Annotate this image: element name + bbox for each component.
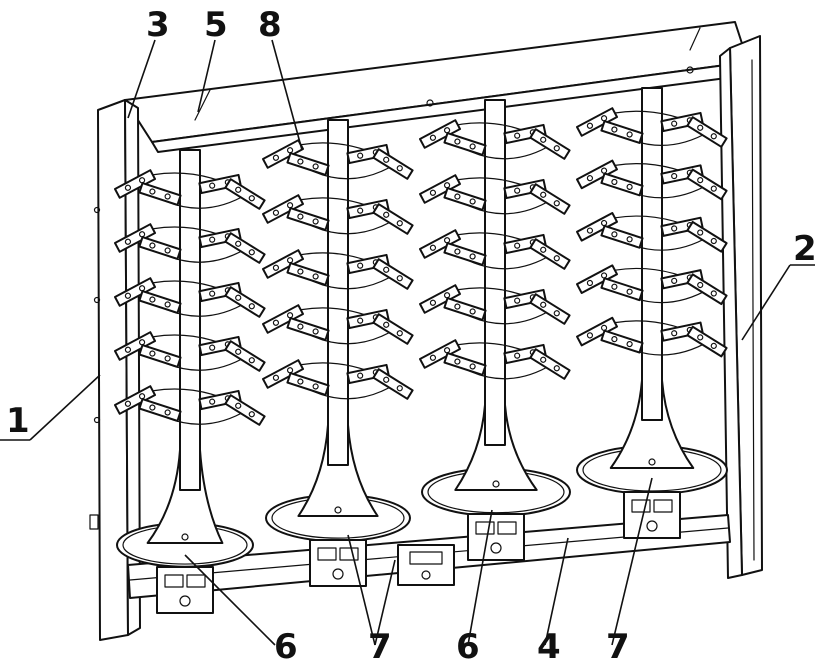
knife-blade — [138, 182, 182, 206]
knife-blade — [575, 316, 619, 347]
central-drive-box — [397, 544, 455, 586]
left-side-post — [89, 99, 141, 641]
knife-blade — [529, 128, 571, 160]
callout-1: 1 — [6, 401, 30, 441]
rotor-shaft — [641, 87, 663, 421]
rotor-2 — [261, 119, 414, 543]
rotor-shaft — [484, 99, 506, 446]
knife-blade — [286, 207, 330, 231]
rotor-shaft — [179, 149, 201, 491]
knife-blade — [372, 148, 414, 180]
knife-blade — [600, 224, 644, 249]
gearbox-3 — [467, 513, 525, 561]
callout-leaders — [0, 39, 815, 646]
knife-blade — [529, 238, 571, 270]
knife-blade — [686, 168, 728, 201]
rotor-shaft — [327, 119, 349, 466]
callout-6-right: 6 — [456, 627, 480, 661]
gearbox-2 — [309, 539, 367, 587]
knife-blade — [600, 329, 644, 354]
knife-blade — [113, 385, 157, 415]
knife-blade — [372, 203, 414, 235]
knife-blade — [138, 398, 182, 422]
rotor-3 — [418, 99, 571, 517]
knife-blade — [600, 277, 644, 302]
callout-2: 2 — [793, 229, 817, 269]
callout-5: 5 — [204, 5, 228, 45]
knife-blade — [600, 172, 644, 197]
knife-blade — [372, 258, 414, 290]
knife-blade — [261, 249, 305, 279]
knife-blade — [138, 236, 182, 260]
gearbox-units — [156, 491, 681, 614]
knife-blade — [224, 340, 266, 372]
knife-blade — [686, 220, 728, 253]
knife-blade — [224, 286, 266, 318]
knife-blade — [138, 290, 182, 314]
knife-blade — [113, 331, 157, 361]
knife-blade — [113, 223, 157, 253]
gearbox-4 — [623, 491, 681, 539]
knife-blade — [138, 344, 182, 368]
right-side-post — [719, 35, 763, 579]
callout-8: 8 — [258, 5, 282, 45]
knife-blade — [372, 313, 414, 345]
knife-blade — [418, 119, 462, 149]
gearbox-1 — [156, 566, 214, 614]
knife-blade — [686, 273, 728, 306]
callout-labels: 1 2 3 5 8 6 7 6 4 7 — [6, 5, 817, 661]
knife-blade — [443, 187, 487, 211]
knife-blade — [686, 116, 728, 148]
knife-blade — [686, 325, 728, 358]
knife-blade — [224, 394, 266, 426]
knife-blade — [529, 293, 571, 325]
knife-blade — [443, 132, 487, 156]
top-beam — [124, 21, 749, 153]
knife-blade — [575, 264, 619, 295]
callout-4: 4 — [537, 627, 561, 661]
rotor-1 — [113, 149, 266, 568]
knife-blade — [418, 174, 462, 204]
rotor-4 — [575, 87, 728, 495]
knife-blade — [224, 232, 266, 264]
callout-3: 3 — [146, 5, 170, 45]
knife-blade — [600, 120, 644, 144]
knife-blade — [529, 348, 571, 380]
knife-blade — [372, 368, 414, 400]
knife-blade — [575, 211, 619, 242]
knife-blade — [286, 372, 330, 396]
callout-6-left: 6 — [274, 627, 298, 661]
knife-blade — [224, 178, 266, 210]
knife-blade — [443, 352, 487, 376]
rotor-assemblies — [113, 87, 728, 568]
knife-blade — [286, 152, 330, 176]
knife-blade — [529, 183, 571, 215]
knife-blade — [286, 262, 330, 286]
knife-blade — [286, 317, 330, 341]
knife-blade — [261, 304, 305, 334]
knife-blade — [443, 297, 487, 321]
knife-blade — [443, 242, 487, 266]
callout-7-left: 7 — [368, 627, 392, 661]
callout-7-right: 7 — [606, 627, 630, 661]
knife-blade — [261, 194, 305, 224]
knife-blade — [113, 277, 157, 307]
knife-blade — [418, 339, 462, 369]
